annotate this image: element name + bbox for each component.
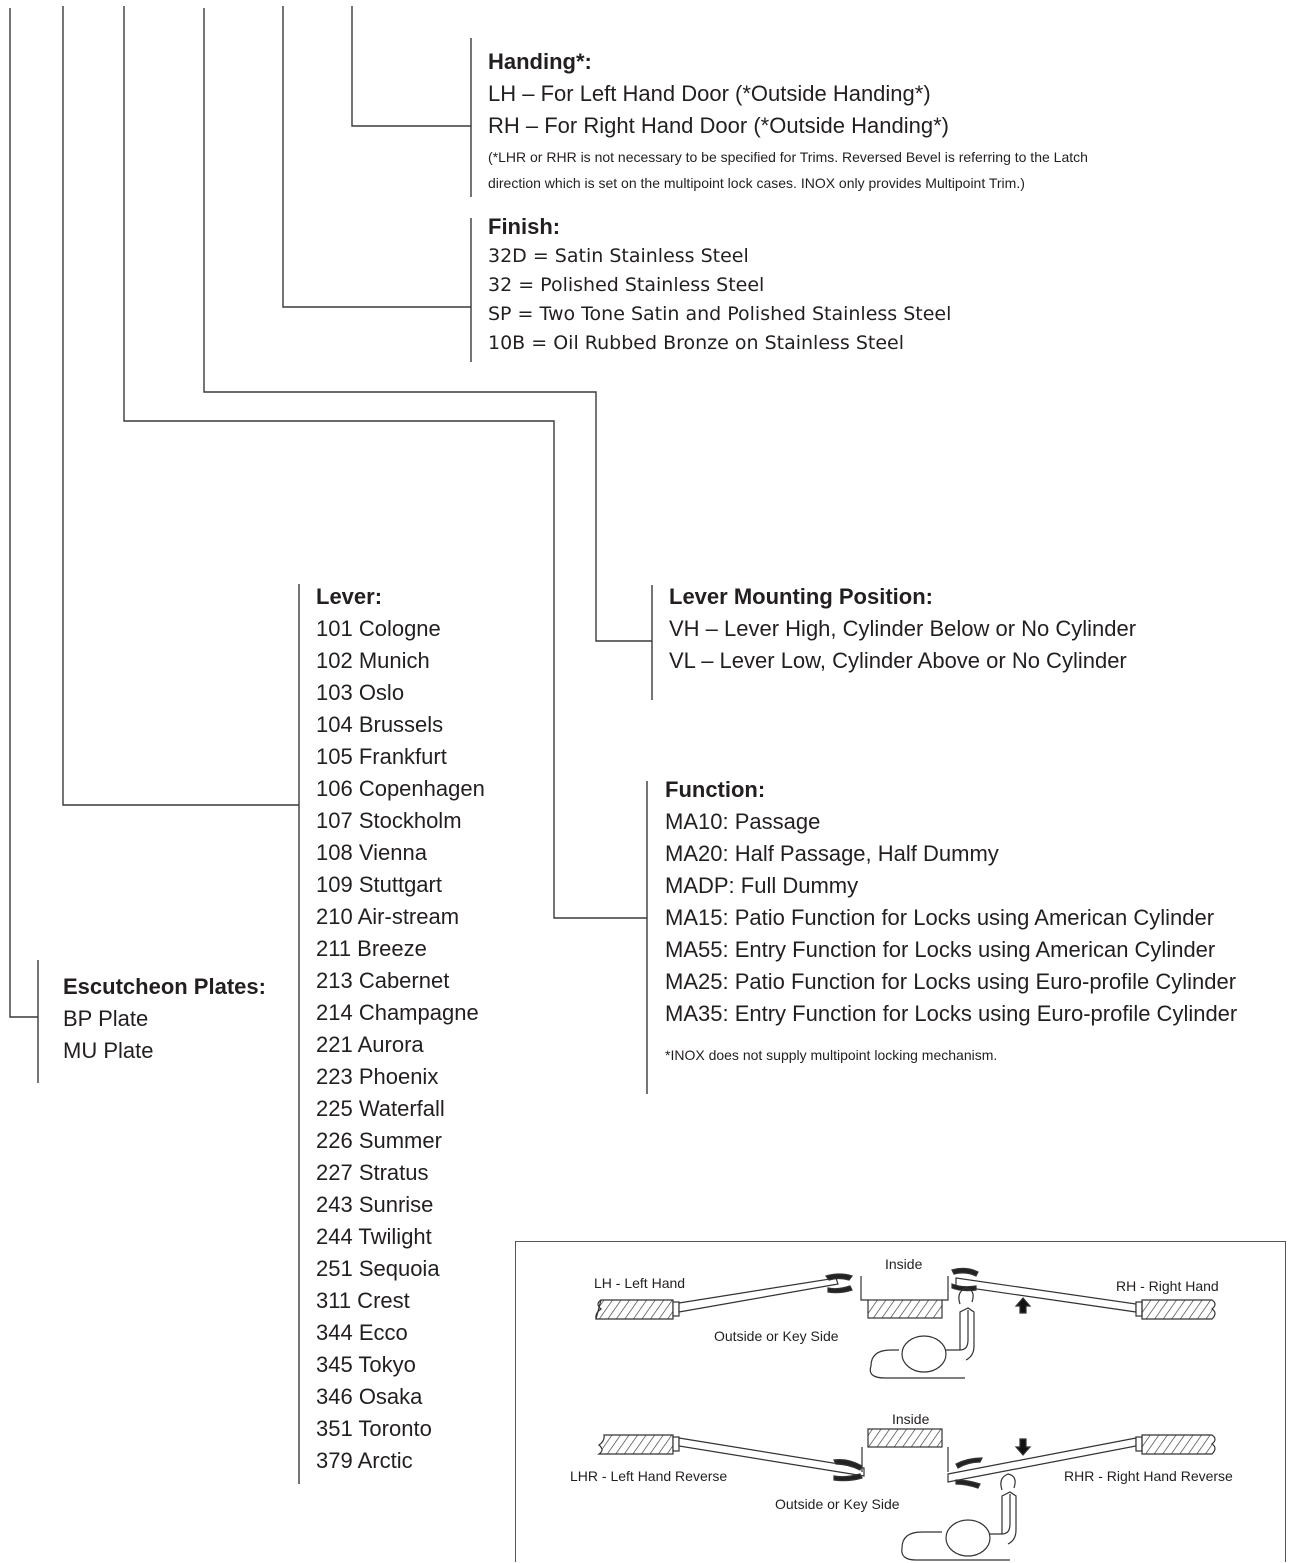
wall-top-right [1141, 1299, 1216, 1320]
function-option-ma10: MA10: Passage [665, 809, 821, 834]
escutcheon-option-bp: BP Plate [63, 1006, 149, 1031]
connector-handing [351, 6, 471, 127]
lever-mounting-title: Lever Mounting Position: [669, 584, 933, 609]
lever-option: 226 Summer [316, 1128, 442, 1153]
handing-diagram: Inside LH - Left Hand RH - Right Hand Ou… [515, 1241, 1286, 1562]
lever-option: 346 Osaka [316, 1384, 423, 1409]
lever-option: 243 Sunrise [316, 1192, 434, 1217]
door-bottom-left [678, 1437, 865, 1477]
diagram-bottom-right-hand-reverse: RHR - Right Hand Reverse [1064, 1468, 1233, 1484]
connector-function [123, 6, 647, 919]
finish-block: Finish: 32D = Satin Stainless Steel 32 =… [488, 212, 951, 358]
person-top-icon [869, 1287, 975, 1379]
lever-option: 106 Copenhagen [316, 776, 485, 801]
lever-option: 107 Stockholm [316, 808, 462, 833]
finish-option-32d: 32D = Satin Stainless Steel [488, 245, 749, 267]
wall-bottom-right [1141, 1434, 1216, 1455]
escutcheon-option-mu: MU Plate [63, 1038, 154, 1063]
lever-option: 344 Ecco [316, 1320, 408, 1345]
connector-finish [282, 6, 471, 308]
diagram-bottom-outside: Outside or Key Side [775, 1496, 900, 1512]
handing-block: Handing*: LH – For Left Hand Door (*Outs… [488, 46, 1088, 196]
function-note: *INOX does not supply multipoint locking… [665, 1047, 998, 1063]
connector-lever [62, 6, 299, 806]
latch-bottom-right [955, 1457, 983, 1489]
door-top-right [955, 1277, 1137, 1313]
finish-option-10b: 10B = Oil Rubbed Bronze on Stainless Ste… [488, 332, 905, 354]
function-block: Function: MA10: Passage MA20: Half Passa… [665, 774, 1237, 1068]
lever-block: Lever: 101 Cologne 102 Munich 103 Oslo 104 … [316, 581, 485, 1477]
lever-option: 379 Arctic [316, 1448, 413, 1473]
function-option-madp: MADP: Full Dummy [665, 873, 859, 898]
jamb-top-center [860, 1276, 949, 1319]
lever-option: 225 Waterfall [316, 1096, 445, 1121]
lever-option: 104 Brussels [316, 712, 444, 737]
finish-option-32: 32 = Polished Stainless Steel [488, 274, 765, 296]
diagram-bottom-inside: Inside [892, 1411, 930, 1427]
lever-option: 251 Sequoia [316, 1256, 440, 1281]
handing-note-line-2: direction which is set on the multipoint… [488, 175, 1025, 191]
escutcheon-title: Escutcheon Plates: [63, 974, 266, 999]
lever-mounting-option-vh: VH – Lever High, Cylinder Below or No Cy… [669, 616, 1137, 641]
diagram-top-inside: Inside [885, 1256, 923, 1272]
handing-note-line-1: (*LHR or RHR is not necessary to be spec… [488, 149, 1088, 165]
lever-list: 101 Cologne 102 Munich 103 Oslo 104 Brussel… [316, 613, 485, 1477]
lever-option: 244 Twilight [316, 1224, 432, 1249]
finish-option-sp: SP = Two Tone Satin and Polished Stainle… [488, 303, 952, 325]
person-bottom-icon [901, 1473, 1017, 1561]
function-option-ma15: MA15: Patio Function for Locks using Ame… [665, 905, 1215, 930]
lever-option: 351 Toronto [316, 1416, 432, 1441]
connector-escutcheon [9, 8, 38, 1018]
lever-option: 210 Air-stream [316, 904, 460, 929]
lever-option: 311 Crest [316, 1288, 410, 1313]
finish-title: Finish: [488, 214, 561, 239]
door-top-left [678, 1277, 839, 1313]
latch-bottom-left [833, 1459, 863, 1482]
diagram-top-right-hand: RH - Right Hand [1116, 1278, 1219, 1294]
diagram-top-outside: Outside or Key Side [714, 1328, 839, 1344]
lever-option: 109 Stuttgart [316, 872, 442, 897]
handing-option-lh: LH – For Left Hand Door (*Outside Handin… [488, 81, 931, 106]
diagram-top-left-hand: LH - Left Hand [594, 1275, 686, 1291]
lever-option: 227 Stratus [316, 1160, 429, 1185]
lever-option: 213 Cabernet [316, 968, 450, 993]
lever-title: Lever: [316, 584, 383, 609]
lever-option: 102 Munich [316, 648, 430, 673]
escutcheon-block: Escutcheon Plates: BP Plate MU Plate [63, 971, 266, 1067]
lever-mounting-option-vl: VL – Lever Low, Cylinder Above or No Cyl… [669, 648, 1127, 673]
latch-top-left [824, 1273, 853, 1294]
lever-mounting-block: Lever Mounting Position: VH – Lever High… [669, 581, 1136, 677]
handing-title: Handing*: [488, 49, 592, 74]
lever-option: 223 Phoenix [316, 1064, 439, 1089]
lever-option: 101 Cologne [316, 616, 441, 641]
lever-option: 214 Champagne [316, 1000, 479, 1025]
wall-top-left [595, 1299, 674, 1320]
function-option-ma35: MA35: Entry Function for Locks using Eur… [665, 1001, 1238, 1026]
lever-option: 221 Aurora [316, 1032, 424, 1057]
function-option-ma20: MA20: Half Passage, Half Dummy [665, 841, 999, 866]
wall-bottom-left [597, 1434, 674, 1455]
connector-lever-mounting [203, 8, 652, 642]
arrow-down-icon [1014, 1438, 1032, 1456]
handing-option-rh: RH – For Right Hand Door (*Outside Handi… [488, 113, 949, 138]
arrow-up-icon [1014, 1297, 1032, 1314]
function-option-ma55: MA55: Entry Function for Locks using Ame… [665, 937, 1216, 962]
function-title: Function: [665, 777, 766, 802]
handing-diagram-drawing [595, 1267, 1216, 1561]
lever-option: 345 Tokyo [316, 1352, 416, 1377]
latch-top-right [951, 1267, 979, 1292]
lever-option: 103 Oslo [316, 680, 405, 705]
lever-option: 108 Vienna [316, 840, 427, 865]
jamb-bottom-center [861, 1428, 949, 1472]
diagram-bottom-left-hand-reverse: LHR - Left Hand Reverse [570, 1468, 728, 1484]
lever-option: 211 Breeze [316, 936, 427, 961]
function-option-ma25: MA25: Patio Function for Locks using Eur… [665, 969, 1237, 994]
lever-option: 105 Frankfurt [316, 744, 447, 769]
